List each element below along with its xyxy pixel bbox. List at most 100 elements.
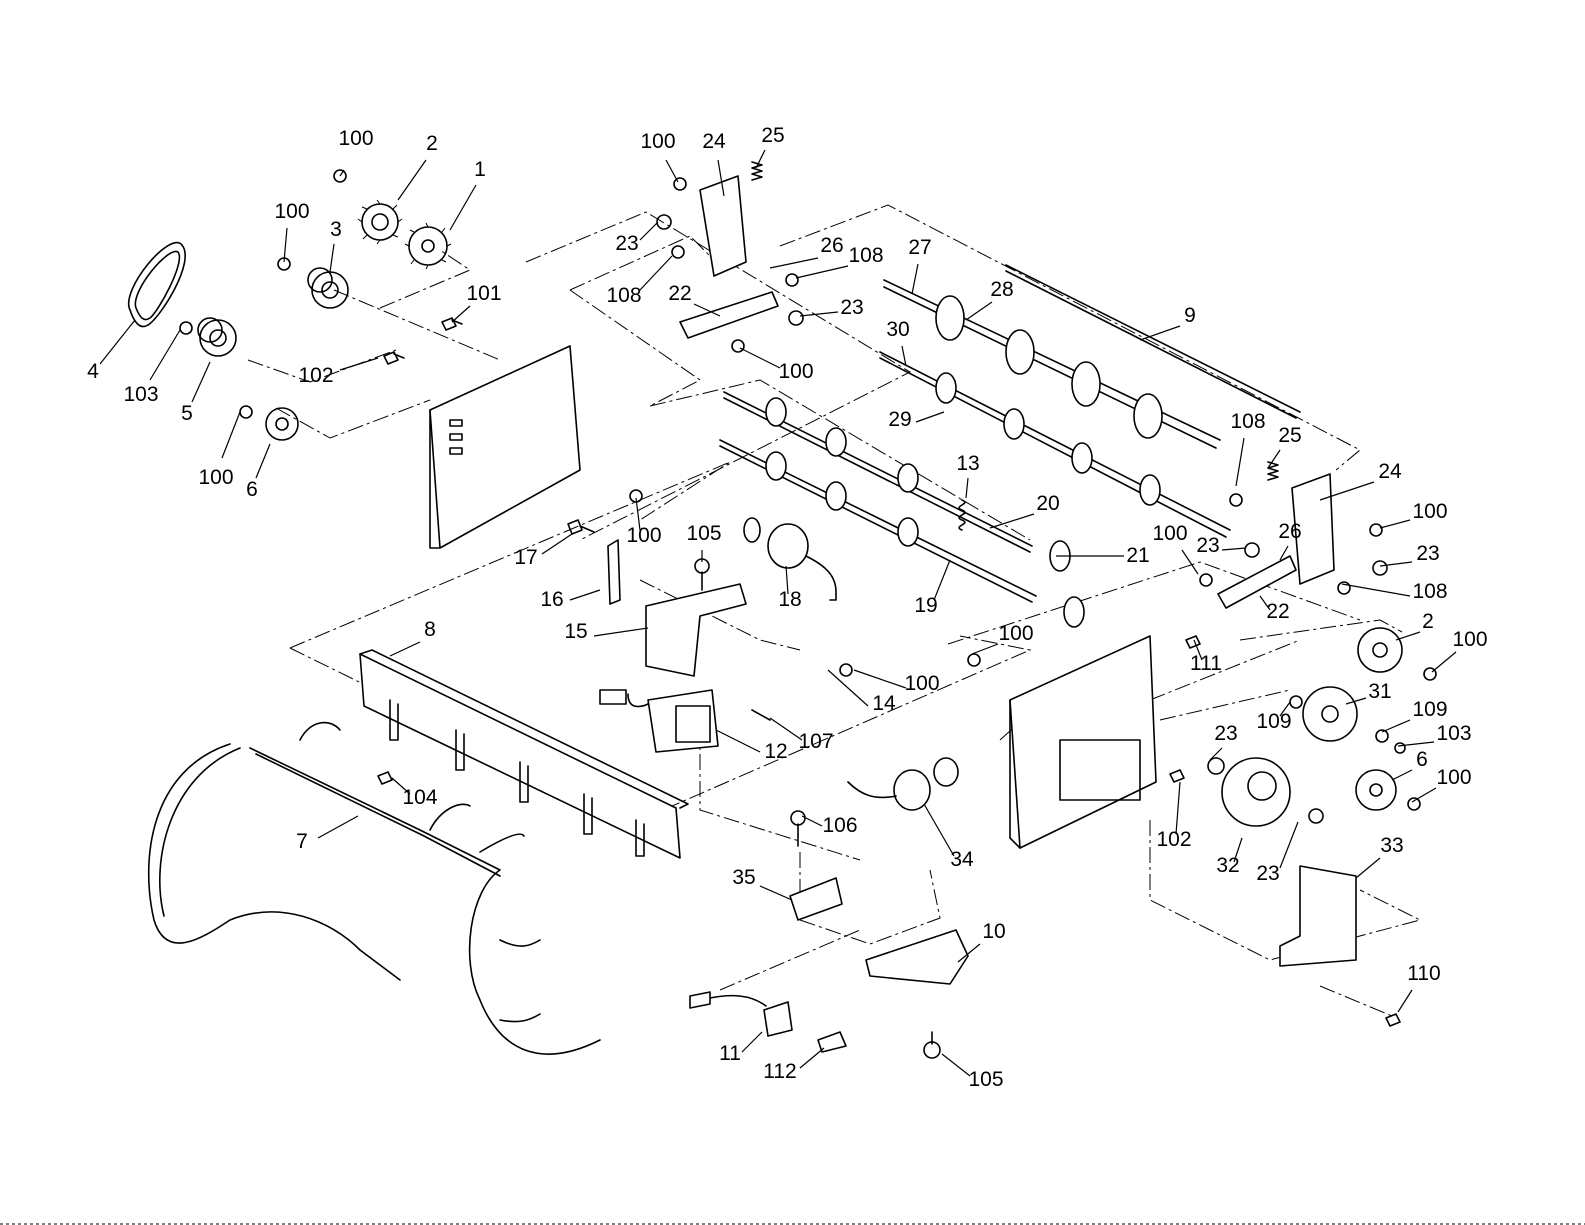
leader-line-c5 — [192, 362, 210, 402]
part-number-c7: 7 — [296, 830, 308, 853]
part-number-c101: 101 — [466, 282, 501, 305]
leader-line-c6b — [1392, 770, 1412, 780]
part-number-c100d: 100 — [640, 130, 675, 153]
leader-line-c6a — [256, 444, 270, 478]
part-number-c102a: 102 — [298, 364, 333, 387]
part-number-c27: 27 — [908, 236, 931, 259]
leader-line-c110 — [1398, 990, 1412, 1012]
part-number-c2a: 2 — [426, 132, 438, 155]
part-number-c2b: 2 — [1422, 610, 1434, 633]
leader-line-c4 — [100, 320, 135, 364]
part-number-c108c: 108 — [1230, 410, 1265, 433]
part-number-c109a: 109 — [1256, 710, 1291, 733]
part-number-c100f: 100 — [1412, 500, 1447, 523]
part-number-c100e: 100 — [778, 360, 813, 383]
leader-line-c108c — [1236, 438, 1244, 486]
leader-line-c100k — [854, 670, 906, 688]
part-number-c100j: 100 — [1452, 628, 1487, 651]
part-number-c33: 33 — [1380, 834, 1403, 857]
part-number-c111: 111 — [1190, 652, 1222, 675]
leader-line-c108d — [1342, 584, 1410, 596]
part-number-c18: 18 — [778, 588, 801, 611]
part-number-c26a: 26 — [820, 234, 843, 257]
solenoid-icon — [600, 690, 718, 752]
leader-line-c17 — [542, 534, 572, 554]
leader-line-c31 — [1346, 698, 1366, 704]
part-number-c6a: 6 — [246, 478, 258, 501]
part-number-c105b: 105 — [968, 1068, 1003, 1091]
part-number-c100g: 100 — [1152, 522, 1187, 545]
part-number-c25b: 25 — [1278, 424, 1301, 447]
part-number-c100l: 100 — [1436, 766, 1471, 789]
part-number-c22b: 22 — [1266, 600, 1289, 623]
part-number-c26b: 26 — [1278, 520, 1301, 543]
leader-line-c26a — [770, 258, 818, 268]
side-frame-right — [1010, 636, 1156, 848]
part-number-c29: 29 — [888, 408, 911, 431]
side-frame-left — [430, 346, 580, 548]
part-number-c19: 19 — [914, 594, 937, 617]
part-number-c105a: 105 — [686, 522, 721, 545]
leader-line-c28 — [966, 302, 992, 320]
callout-leaders — [100, 150, 1456, 1076]
part-number-c100k: 100 — [904, 672, 939, 695]
part-number-c8: 8 — [424, 618, 436, 641]
part-number-c4: 4 — [87, 360, 99, 383]
part-number-c110: 110 — [1407, 962, 1440, 985]
part-number-c23a: 23 — [615, 232, 638, 255]
leader-line-c2b — [1396, 632, 1420, 640]
part-number-c28: 28 — [990, 278, 1013, 301]
leader-line-c20 — [990, 514, 1034, 528]
leader-line-c2a — [398, 160, 426, 200]
leader-line-c12 — [716, 730, 760, 752]
part-number-c24b: 24 — [1378, 460, 1402, 483]
part-number-c23d: 23 — [1416, 542, 1439, 565]
part-number-c30: 30 — [886, 318, 909, 341]
part-number-c22a: 22 — [668, 282, 691, 305]
part-number-c23b: 23 — [840, 296, 863, 319]
part-number-c10: 10 — [982, 920, 1005, 943]
front-stay — [360, 650, 688, 858]
part-number-c108d: 108 — [1412, 580, 1447, 603]
leader-line-c3 — [330, 244, 334, 272]
leader-line-c105b — [942, 1054, 970, 1076]
part-number-c12: 12 — [764, 740, 787, 763]
leader-line-c100l — [1412, 788, 1436, 802]
part-number-c23e: 23 — [1214, 722, 1237, 745]
part-number-c102b: 102 — [1156, 828, 1191, 851]
part-number-c109b: 109 — [1412, 698, 1447, 721]
part-number-c104: 104 — [402, 786, 437, 809]
leader-line-c100i — [972, 644, 998, 654]
leader-line-c100e — [740, 348, 780, 368]
part-number-c34: 34 — [950, 848, 974, 871]
leader-line-c112 — [800, 1048, 824, 1068]
part-number-c17: 17 — [514, 546, 537, 569]
part-number-c103b: 103 — [1436, 722, 1471, 745]
leader-line-c1 — [450, 185, 476, 230]
leader-line-c100j — [1432, 652, 1456, 672]
part-number-c3: 3 — [330, 218, 342, 241]
part-number-c15: 15 — [564, 620, 587, 643]
part-number-c31: 31 — [1368, 680, 1391, 703]
leader-line-c109b — [1382, 720, 1410, 732]
leader-line-c107 — [770, 718, 802, 740]
clutch-icon — [744, 518, 958, 810]
leader-line-c35 — [760, 886, 792, 900]
leader-line-c100b — [284, 228, 287, 262]
e-ring-icon — [180, 170, 1436, 823]
leader-line-c103a — [150, 330, 180, 380]
leader-line-c13 — [966, 478, 968, 498]
leader-line-c33 — [1356, 858, 1380, 878]
sensor-icon — [690, 992, 846, 1052]
leader-line-c102a — [340, 358, 378, 370]
part-number-c21: 21 — [1126, 544, 1149, 567]
leader-line-c11 — [742, 1032, 762, 1052]
leader-line-c16 — [570, 590, 600, 600]
leader-line-c102b — [1176, 782, 1180, 834]
leader-line-c9 — [1140, 326, 1180, 340]
part-number-c100h: 100 — [626, 524, 661, 547]
part-number-c106: 106 — [822, 814, 857, 837]
part-number-c13: 13 — [956, 452, 979, 475]
leader-line-c108b — [640, 256, 672, 290]
